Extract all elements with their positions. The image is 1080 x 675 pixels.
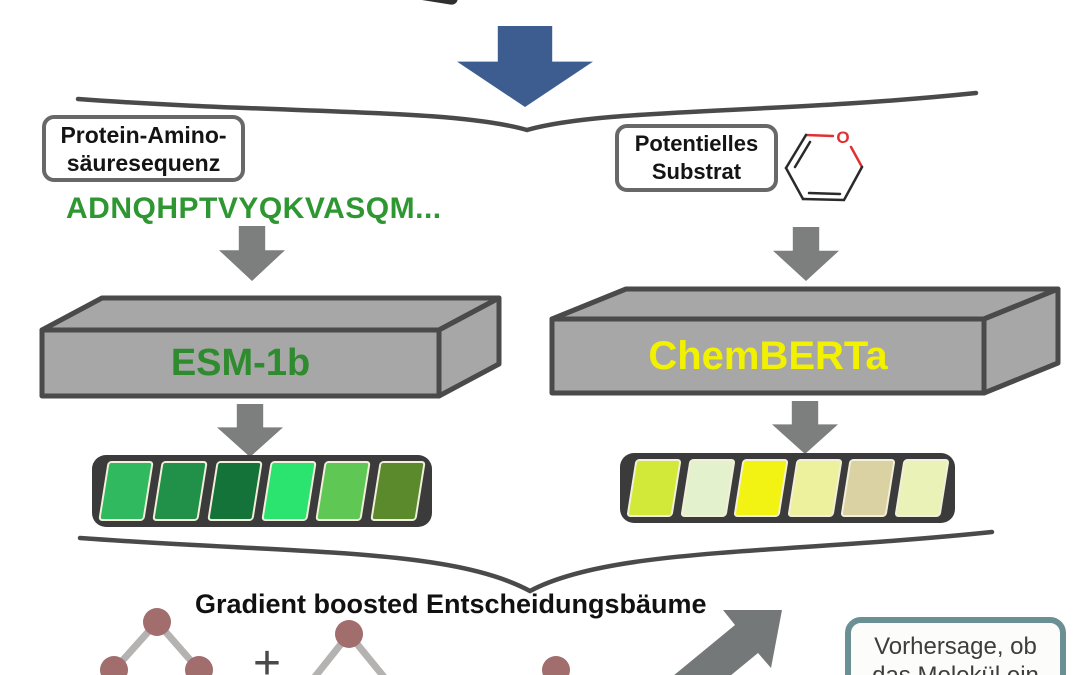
esm-model-label: ESM-1b — [170, 341, 311, 384]
substrate-label-line1: Potentielles — [634, 131, 759, 156]
embedding-cell — [98, 461, 155, 521]
curly-brace-top — [75, 90, 979, 133]
gbdt-title: Gradient boosted Entscheidungsbäume — [195, 589, 707, 619]
substrate-label-box: Potentielles Substrat — [615, 124, 778, 192]
esm-model-box-shape — [39, 295, 502, 399]
embedding-cell — [206, 461, 263, 521]
embedding-cell — [840, 459, 896, 517]
protein-label-line2: säuresequenz — [66, 149, 221, 176]
result-arrow-icon — [674, 610, 782, 675]
prediction-line2: das Molekül ein — [851, 661, 1060, 675]
oxygen-atom-label: O — [836, 128, 849, 147]
pyran-molecule-icon: O — [784, 128, 864, 202]
substrate-embedding-vector — [620, 453, 955, 523]
cutoff-shape-top — [412, 0, 458, 5]
prediction-bubble: Vorhersage, ob das Molekül ein — [845, 617, 1066, 675]
protein-label-box: Protein-Amino- säuresequenz — [42, 115, 245, 182]
prediction-line1: Vorhersage, ob — [874, 633, 1037, 660]
plus-sign: + — [252, 637, 282, 675]
decision-tree-2 — [311, 620, 387, 675]
chemberta-model-box-shape — [549, 286, 1061, 396]
embedding-cell — [893, 459, 949, 517]
embedding-cell — [261, 461, 318, 521]
substrate-label-line2: Substrat — [651, 159, 742, 184]
embedding-cell — [152, 461, 209, 521]
protein-embedding-vector — [92, 455, 432, 527]
embedding-cell — [369, 461, 426, 521]
amino-acid-sequence-text: ADNQHPTVYQKVASQM... — [66, 192, 442, 225]
embedding-cell — [679, 459, 735, 517]
decision-tree-1 — [100, 608, 213, 675]
embedding-cell — [315, 461, 372, 521]
decision-tree-3 — [542, 656, 570, 675]
embedding-cell — [626, 459, 682, 517]
protein-label-line1: Protein-Amino- — [60, 121, 227, 148]
curly-brace-bottom — [77, 529, 995, 594]
embedding-cell — [786, 459, 842, 517]
embedding-cell — [733, 459, 789, 517]
chemberta-model-label: ChemBERTa — [648, 333, 888, 378]
